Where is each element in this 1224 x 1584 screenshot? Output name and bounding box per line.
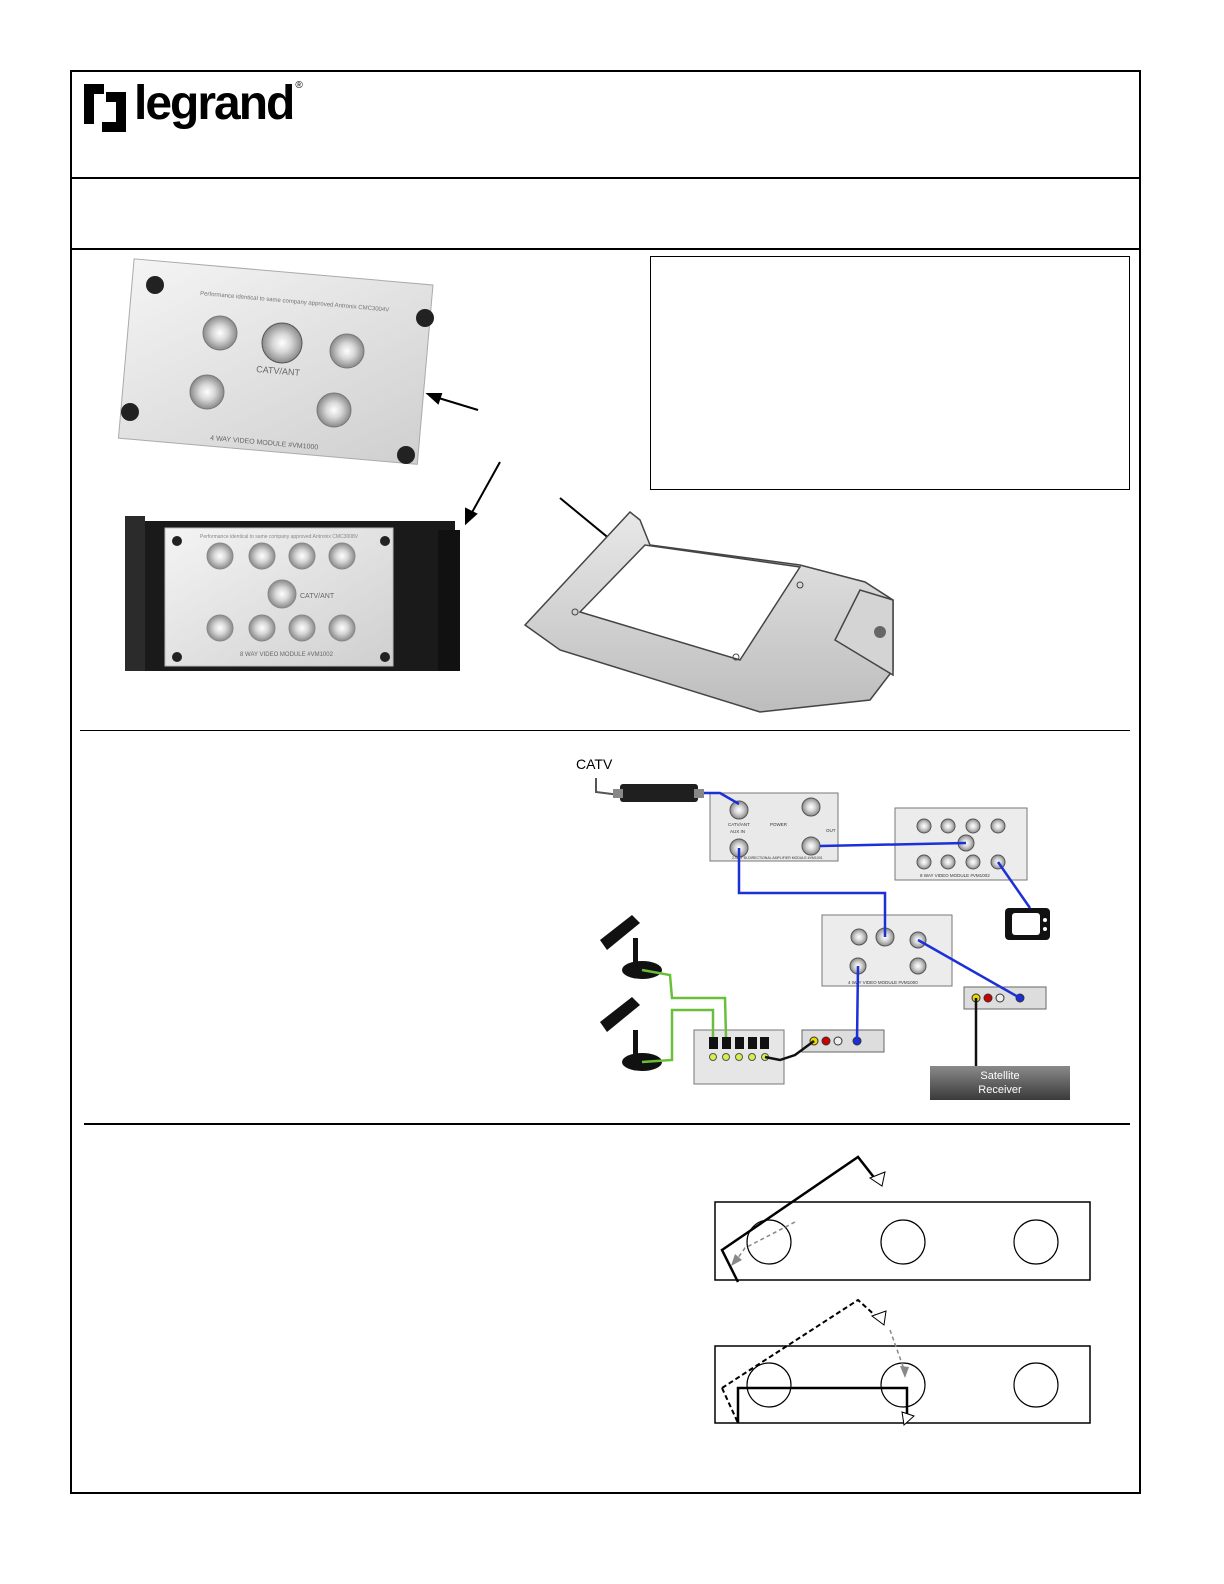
splitter4-label: 4 WAY VIDEO MODULE #VM1000 [848, 980, 918, 985]
section-divider-2 [84, 1123, 1130, 1125]
legrand-mark-icon [82, 82, 128, 134]
splitter8-label: 8 WAY VIDEO MODULE #VM1002 [920, 873, 990, 878]
amp-power-label: POWER [770, 822, 788, 827]
satellite-receiver-box: Satellite Receiver [930, 1066, 1070, 1100]
amp-auxin-label: AUX IN [730, 829, 745, 834]
amp-name-label: 2-WAY BI-DIRECTIONAL AMPLIFIER MODULE #V… [732, 856, 823, 860]
info-box [650, 256, 1130, 490]
module-8way-bottom-label: 8 WAY VIDEO MODULE #VM1002 [240, 652, 334, 658]
registered-mark: ® [295, 80, 303, 91]
module-8way-top-text: Performance identical to same company ap… [200, 534, 359, 540]
legrand-logo: legrand ® [82, 78, 303, 138]
section-divider-1 [80, 730, 1130, 731]
title-divider [70, 248, 1141, 250]
module-4way-center-label: CATV/ANT [256, 364, 301, 378]
module-8way-center-label: CATV/ANT [300, 593, 335, 600]
logo-wordmark: legrand [134, 77, 295, 130]
amp-out-label: OUT [826, 828, 836, 833]
amp-catv-label: CATV/ANT [728, 822, 750, 827]
satellite-receiver-label: Satellite Receiver [978, 1070, 1022, 1096]
page-frame [70, 70, 1141, 1494]
catv-label: CATV [576, 756, 613, 772]
header-divider [70, 177, 1141, 179]
